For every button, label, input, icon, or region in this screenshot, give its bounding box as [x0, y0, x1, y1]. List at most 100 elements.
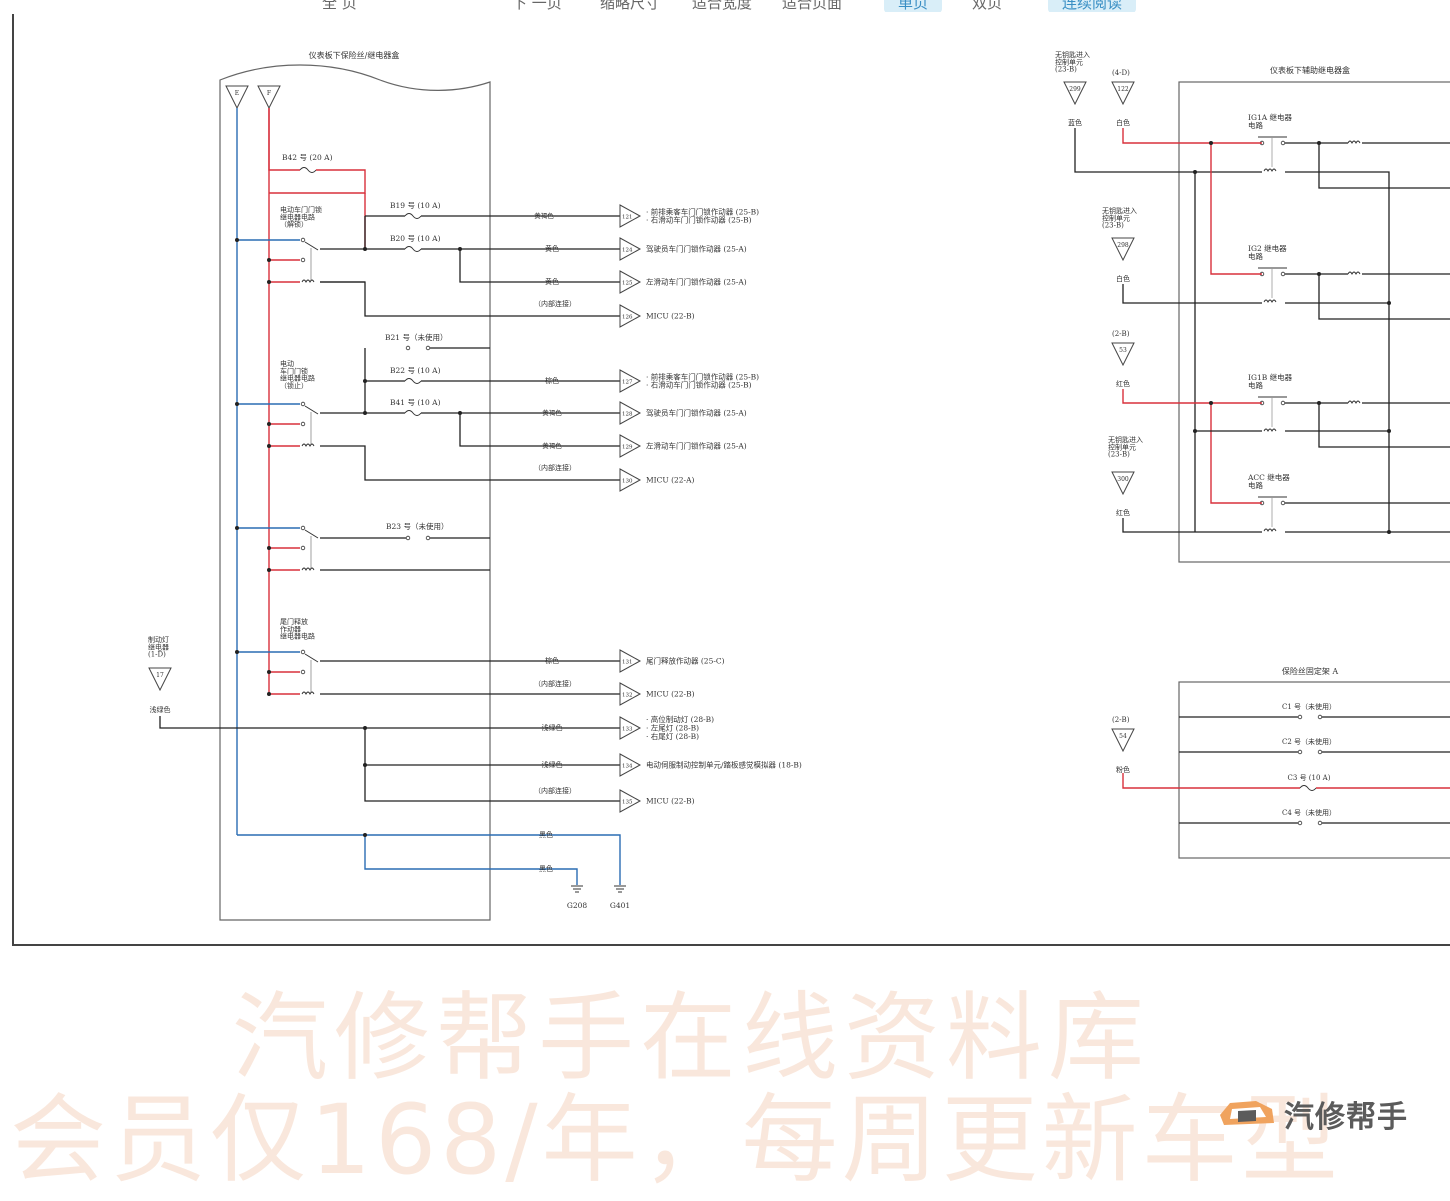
fuse-b22: [404, 378, 422, 384]
brand-car-icon: [1220, 1101, 1274, 1125]
junction-dot: [235, 238, 239, 242]
output-destination-label: 电动伺服制动控制单元/踏板感觉模拟器 (18-B): [646, 760, 802, 770]
relay-coil: [301, 443, 315, 448]
aux-relay-label: 电路: [1248, 251, 1264, 261]
diagram-frame: [12, 14, 1450, 946]
internal-connection-label: （内部连接）: [534, 679, 576, 688]
toolbar-item-fit-width[interactable]: 适合宽度: [692, 0, 753, 12]
connector-triangle: [619, 682, 642, 706]
aux-relay-label: IG1A 继电器: [1248, 112, 1293, 122]
toolbar-item-full-page[interactable]: 全 页: [322, 0, 357, 12]
relay-coil: [1263, 168, 1277, 173]
junction-dot: [363, 379, 367, 383]
aux-relay-label: 电路: [1248, 120, 1264, 130]
relay-contact: [1280, 271, 1286, 277]
wire-color-label: 蓝色: [1068, 118, 1082, 127]
fuse-b23-terminal: [405, 535, 411, 541]
connector-pin-number: 128: [622, 412, 633, 418]
relay-label-lock: 车门门锁: [280, 366, 308, 375]
wire-color-label: 红色: [1116, 508, 1130, 517]
junction-dot: [1317, 272, 1321, 276]
toolbar-item-fit-page[interactable]: 适合页面: [782, 0, 843, 12]
output-destination-label: MICU (22-B): [646, 690, 695, 699]
ground-label-G208: G208: [567, 901, 588, 910]
brand-logo-text: 汽修帮手: [1284, 1100, 1408, 1135]
fuse-label-b19: B19 号 (10 A): [390, 201, 441, 210]
toolbar-item-thumbnail[interactable]: 缩略尺寸: [600, 0, 661, 12]
connector-pin-number: 53: [1119, 347, 1127, 354]
input-connector-label: 无钥匙进入: [1055, 50, 1090, 59]
wire-color-label: 黄褐色: [542, 441, 562, 450]
relay-label-lock: （锁止）: [280, 381, 308, 390]
brake-relay-label: 继电器: [148, 642, 169, 651]
connector-pin-number: 129: [622, 445, 633, 451]
input-connector-label: (23-B): [1055, 66, 1077, 74]
connector-pin-number: F: [267, 90, 271, 97]
junction-dot: [458, 247, 462, 251]
output-destination-label: · 前排乘客车门门锁作动器 (25-B): [646, 206, 759, 216]
red-wire: [1122, 773, 1300, 789]
relay-label-tailgate: 继电器电路: [280, 632, 315, 641]
watermark-line-2: 会员仅168/年，每周更新车型: [10, 1084, 1342, 1196]
fuse-unused-terminal: [1297, 714, 1303, 720]
fuse-b41: [404, 410, 422, 416]
red-wire: [1122, 128, 1262, 144]
junction-dot: [235, 402, 239, 406]
connector-triangle: [1111, 342, 1135, 367]
fuse-holder-label: C3 号 (10 A): [1288, 774, 1331, 782]
aux-relay-label: IG2 继电器: [1248, 243, 1287, 253]
aux-relay-label: 电路: [1248, 480, 1264, 490]
relay-coil: [1263, 528, 1277, 533]
toolbar-item-next-page[interactable]: 下 一页: [512, 0, 562, 12]
connector-triangle: [619, 304, 642, 328]
relay-coil: [301, 567, 315, 572]
toolbar-button-single-page[interactable]: 单页: [884, 0, 943, 12]
red-wire: [269, 169, 366, 194]
relay-label-unlock: 继电器电路: [280, 212, 315, 221]
aux-relay-box-title: 仪表板下辅助继电器盒: [1270, 65, 1350, 75]
junction-dot: [267, 444, 271, 448]
connector-triangle: [619, 401, 642, 425]
wire: [1122, 518, 1262, 533]
relay-switch-arm: [304, 405, 319, 415]
connector-pin-number: 122: [1117, 86, 1129, 93]
fuse-holder-outline: [1178, 681, 1450, 859]
relay-switch-arm: [304, 241, 319, 251]
relay-contact: [300, 421, 306, 427]
connector-pin-number: 125: [622, 281, 633, 287]
fuse-b20: [404, 246, 422, 252]
junction-dot: [363, 833, 367, 837]
connector-pin-number: 132: [622, 693, 633, 699]
output-destination-label: · 前排乘客车门门锁作动器 (25-B): [646, 371, 759, 381]
wire-color-label: 浅绿色: [542, 723, 563, 732]
wire-color-label: 棕色: [545, 376, 559, 385]
fuse-label-b20: B20 号 (10 A): [390, 234, 441, 243]
connector-triangle: [619, 649, 642, 673]
output-destination-label: 驾驶员车门门锁作动器 (25-A): [646, 244, 747, 254]
fuse-b21-terminal: [405, 345, 411, 351]
output-destination-label: MICU (22-A): [646, 476, 695, 485]
junction-dot: [1317, 401, 1321, 405]
toolbar-button-continuous[interactable]: 连续阅读: [1048, 0, 1137, 12]
relay-contact: [1280, 140, 1286, 146]
connector-pin-number: 135: [622, 800, 633, 806]
brand-logo: 汽修帮手: [1216, 1092, 1408, 1136]
internal-connection-label: （内部连接）: [534, 299, 576, 308]
wire: [1318, 274, 1450, 320]
wire: [1074, 128, 1262, 173]
relay-label-tailgate: 尾门释放: [280, 617, 308, 626]
fuse-b21-terminal: [425, 345, 431, 351]
junction-dot: [1193, 429, 1197, 433]
input-connector-label: (23-B): [1102, 222, 1124, 230]
wire-color-label: 黑色: [539, 830, 553, 839]
connector-pin-number: 54: [1119, 733, 1127, 740]
connector-triangle: [1111, 81, 1135, 106]
relay-label-tailgate: 作动器: [280, 624, 301, 633]
connector-pin-number: 298: [1117, 242, 1129, 249]
wire-color-label: 白色: [1116, 118, 1130, 127]
brake-relay-label: (1-D): [148, 651, 166, 659]
fuse-label-b22: B22 号 (10 A): [390, 366, 441, 375]
toolbar-item-double-page[interactable]: 双页: [972, 0, 1003, 12]
output-destination-label: 驾驶员车门门锁作动器 (25-A): [646, 408, 747, 418]
fuse-unused-terminal: [1297, 820, 1303, 826]
